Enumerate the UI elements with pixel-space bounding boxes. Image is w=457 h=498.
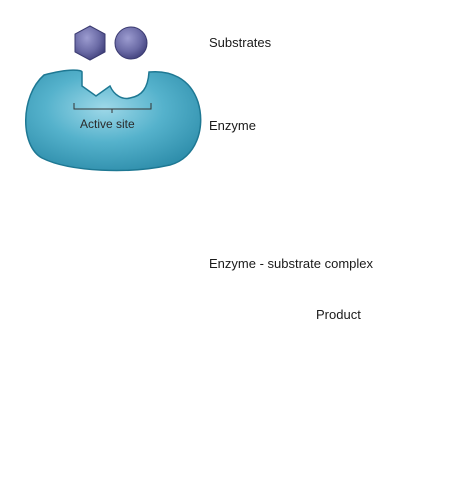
substrate-hexagon-1 xyxy=(74,25,106,61)
active-site-bracket xyxy=(73,103,152,113)
label-product: Product xyxy=(316,307,361,322)
label-substrates: Substrates xyxy=(209,35,272,50)
label-enzyme-substrate-complex: Enzyme - substrate complex xyxy=(209,256,374,271)
enzyme-1 xyxy=(25,69,202,172)
substrate-circle-1 xyxy=(114,26,148,60)
label-active-site: Active site xyxy=(80,117,135,131)
label-enzyme: Enzyme xyxy=(209,118,256,133)
